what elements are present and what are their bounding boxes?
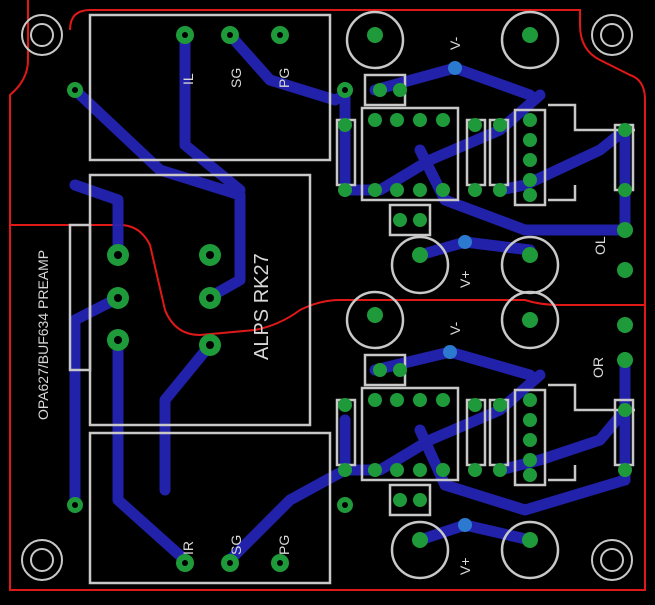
top-conn-label-b: SG — [228, 68, 244, 88]
top-conn-label-c: PG — [276, 68, 292, 88]
board-edge — [9, 0, 646, 591]
top-conn-label-a: IL — [180, 73, 196, 85]
mounting-holes — [21, 14, 633, 581]
top-vminus-label: V- — [447, 36, 463, 50]
out-left-label: OL — [592, 236, 608, 255]
bot-conn-label-b: SG — [228, 535, 244, 555]
top-vplus-label: V+ — [457, 270, 473, 288]
bot-vminus-label: V- — [447, 321, 463, 335]
vias — [443, 61, 472, 532]
bot-conn-label-c: PG — [276, 535, 292, 555]
bot-vplus-label: V+ — [457, 557, 473, 575]
pads — [67, 27, 633, 548]
board-title: OPA627/BUF634 PREAMP — [35, 250, 51, 420]
pot-label: ALPS RK27 — [251, 253, 273, 360]
out-right-label: OR — [590, 357, 606, 378]
drill-holes — [72, 32, 348, 566]
copper-traces — [69, 29, 631, 566]
bot-conn-label-a: IR — [180, 541, 196, 555]
